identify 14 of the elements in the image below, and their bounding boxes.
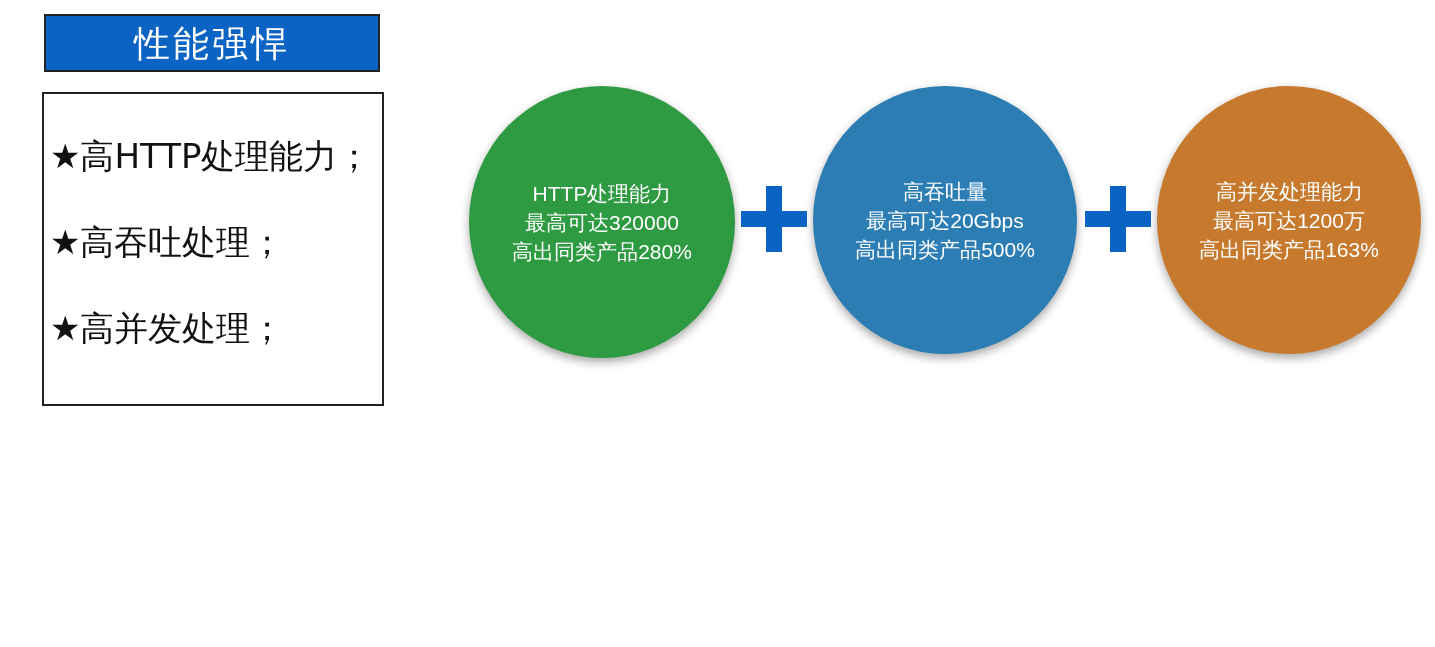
list-item: ★高并发处理； [50, 307, 285, 350]
metric-text: 最高可达20Gbps [866, 207, 1024, 234]
metric-title: 高并发处理能力 [1215, 178, 1363, 205]
metric-title: 高吞吐量 [903, 178, 987, 205]
metric-text: 最高可达1200万 [1213, 207, 1365, 234]
metric-title: HTTP处理能力 [532, 180, 672, 207]
list-item: ★高HTTP处理能力； [50, 135, 372, 178]
metric-text: 高出同类产品163% [1199, 236, 1379, 263]
feature-panel [42, 92, 384, 406]
list-item: ★高吞吐处理； [50, 221, 285, 264]
header-box: 性能强悍 [44, 14, 380, 72]
metric-text: 高出同类产品500% [855, 236, 1035, 263]
metric-text: 最高可达320000 [524, 209, 680, 236]
metric-text: 高出同类产品280% [512, 238, 692, 265]
